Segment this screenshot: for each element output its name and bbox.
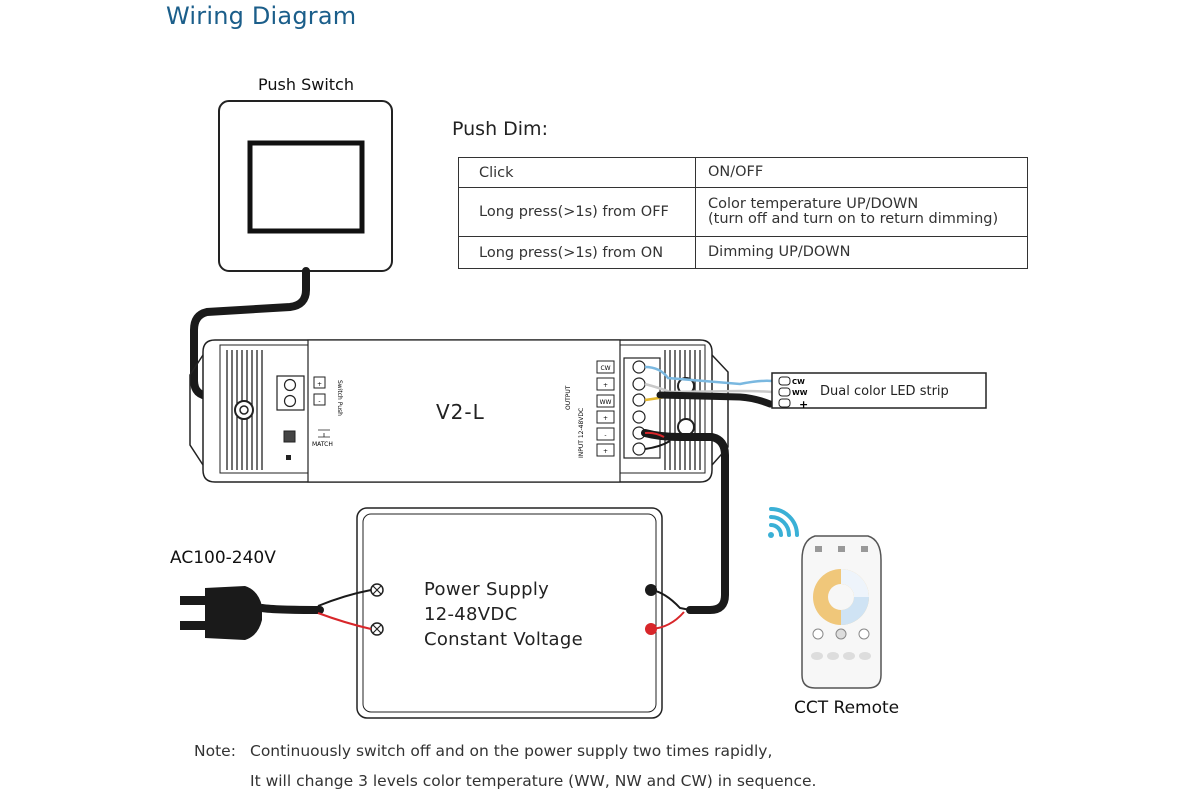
ac-plug <box>180 586 324 640</box>
table-row: Click ON/OFF <box>458 157 1028 188</box>
out-plus-label-1: + <box>603 382 608 389</box>
strip-pin-ww: WW <box>792 389 808 397</box>
psu-line-3: Constant Voltage <box>424 629 583 650</box>
push-switch <box>218 100 393 272</box>
note-line-2: It will change 3 levels color temperatur… <box>250 772 817 790</box>
switch-wire <box>190 267 310 400</box>
psu-line-1: Power Supply <box>424 579 550 600</box>
power-supply-text: Power Supply 12-48VDC Constant Voltage <box>424 577 583 652</box>
led-strip: CW WW + <box>771 372 987 411</box>
result-text: Dimming UP/DOWN <box>708 244 851 260</box>
result-cell: Color temperature UP/DOWN (turn off and … <box>695 187 1028 237</box>
action-cell: Long press(>1s) from ON <box>458 236 696 269</box>
psu-line-2: 12-48VDC <box>424 604 518 625</box>
table-row: Long press(>1s) from OFF Color temperatu… <box>458 187 1028 237</box>
push-switch-label: Push Switch <box>258 75 354 94</box>
output-label: OUTPUT <box>565 385 572 410</box>
in-minus-label: - <box>604 432 606 439</box>
in-plus-label: + <box>603 448 608 455</box>
input-label: INPUT 12-48VDC <box>578 408 585 458</box>
out-ww-label: WW <box>600 399 612 406</box>
strip-pin-cw: CW <box>792 378 805 386</box>
action-cell: Click <box>458 157 696 188</box>
out-cw-label: CW <box>600 365 610 372</box>
page-title: Wiring Diagram <box>166 2 357 30</box>
result-text: Color temperature UP/DOWN <box>708 196 919 212</box>
switch-push-label: Switch Push <box>336 380 343 416</box>
power-supply <box>356 507 663 719</box>
strip-pin-plus: + <box>799 398 808 411</box>
table-row: Long press(>1s) from ON Dimming UP/DOWN <box>458 236 1028 269</box>
result-subtext: (turn off and turn on to return dimming) <box>708 211 999 227</box>
note-line-1: Continuously switch off and on the power… <box>250 742 773 760</box>
result-text: ON/OFF <box>708 164 764 180</box>
out-plus-label-2: + <box>603 415 608 422</box>
controller-model-label: V2-L <box>436 400 485 424</box>
led-strip-label: Dual color LED strip <box>820 384 949 399</box>
cct-remote <box>801 535 882 689</box>
controller-housing: + - Switch Push MATCH CW + WW + - + OUTP… <box>189 339 729 483</box>
match-label: MATCH <box>312 441 333 448</box>
action-cell: Long press(>1s) from OFF <box>458 187 696 237</box>
push-dim-table: Click ON/OFF Long press(>1s) from OFF Co… <box>458 157 1028 269</box>
switch-plus-label: + <box>317 381 322 388</box>
result-cell: Dimming UP/DOWN <box>695 236 1028 269</box>
switch-minus-label: - <box>318 398 320 405</box>
push-dim-heading: Push Dim: <box>452 118 548 140</box>
ac-input-label: AC100-240V <box>170 548 276 568</box>
wireless-signal-icon <box>768 507 799 538</box>
note-heading: Note: <box>194 742 236 760</box>
cct-remote-label: CCT Remote <box>794 698 900 718</box>
